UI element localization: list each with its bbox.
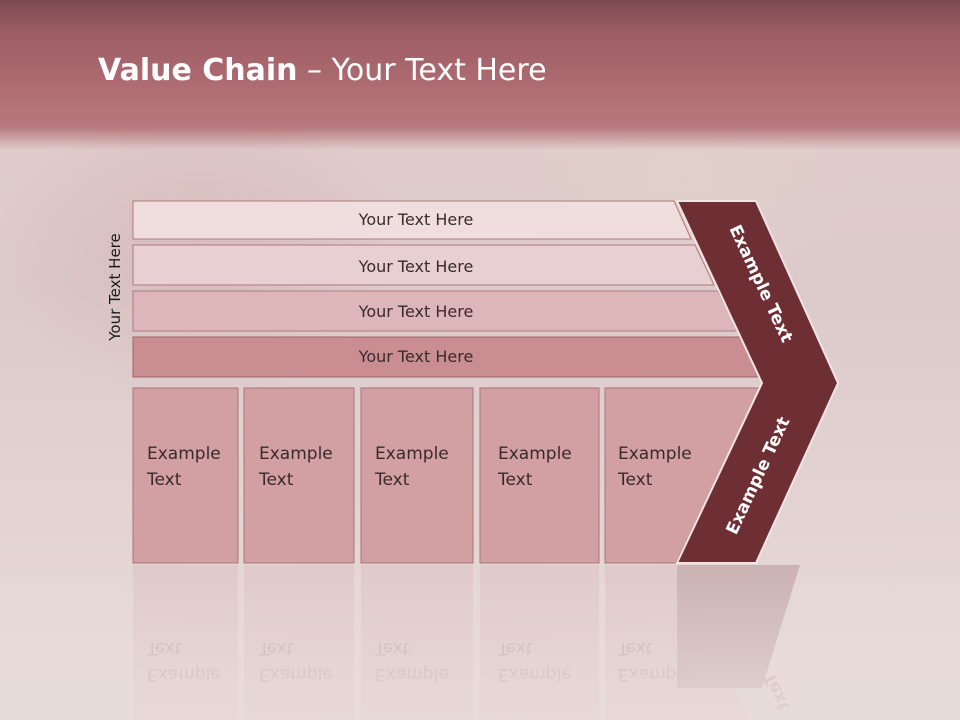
chevron-arrow[interactable]: Example Text Example Text <box>675 200 840 564</box>
bar-4-label: Your Text Here <box>358 347 474 366</box>
slide-title: Value Chain – Your Text Here <box>98 53 547 88</box>
bar-4[interactable]: Your Text Here <box>132 336 763 378</box>
column-3[interactable]: Example Text <box>360 387 474 564</box>
column-4-line2: Text <box>497 470 533 490</box>
column-2[interactable]: Example Text <box>243 387 355 564</box>
title-bold: Value Chain <box>98 53 298 88</box>
column-5-line1: Example <box>618 444 692 464</box>
column-4-line1: Example <box>498 444 572 464</box>
column-3-line2: Text <box>374 470 410 490</box>
column-5[interactable]: Example Text <box>604 387 761 564</box>
bar-3-label: Your Text Here <box>358 302 474 321</box>
bar-2[interactable]: Your Text Here <box>132 244 715 286</box>
header-band <box>0 0 960 150</box>
column-2-line2: Text <box>258 470 294 490</box>
column-4[interactable]: Example Text <box>479 387 600 564</box>
bar-1[interactable]: Your Text Here <box>132 200 692 240</box>
column-1-line1: Example <box>147 444 221 464</box>
title-rest: – Your Text Here <box>297 53 547 88</box>
bar-2-label: Your Text Here <box>358 257 474 276</box>
column-2-line1: Example <box>259 444 333 464</box>
bar-3[interactable]: Your Text Here <box>132 290 739 332</box>
column-1[interactable]: Example Text <box>132 387 239 564</box>
column-1-line2: Text <box>146 470 182 490</box>
reflection-fade <box>0 565 960 720</box>
column-3-line1: Example <box>375 444 449 464</box>
bar-1-label: Your Text Here <box>358 210 474 229</box>
column-5-line2: Text <box>617 470 653 490</box>
